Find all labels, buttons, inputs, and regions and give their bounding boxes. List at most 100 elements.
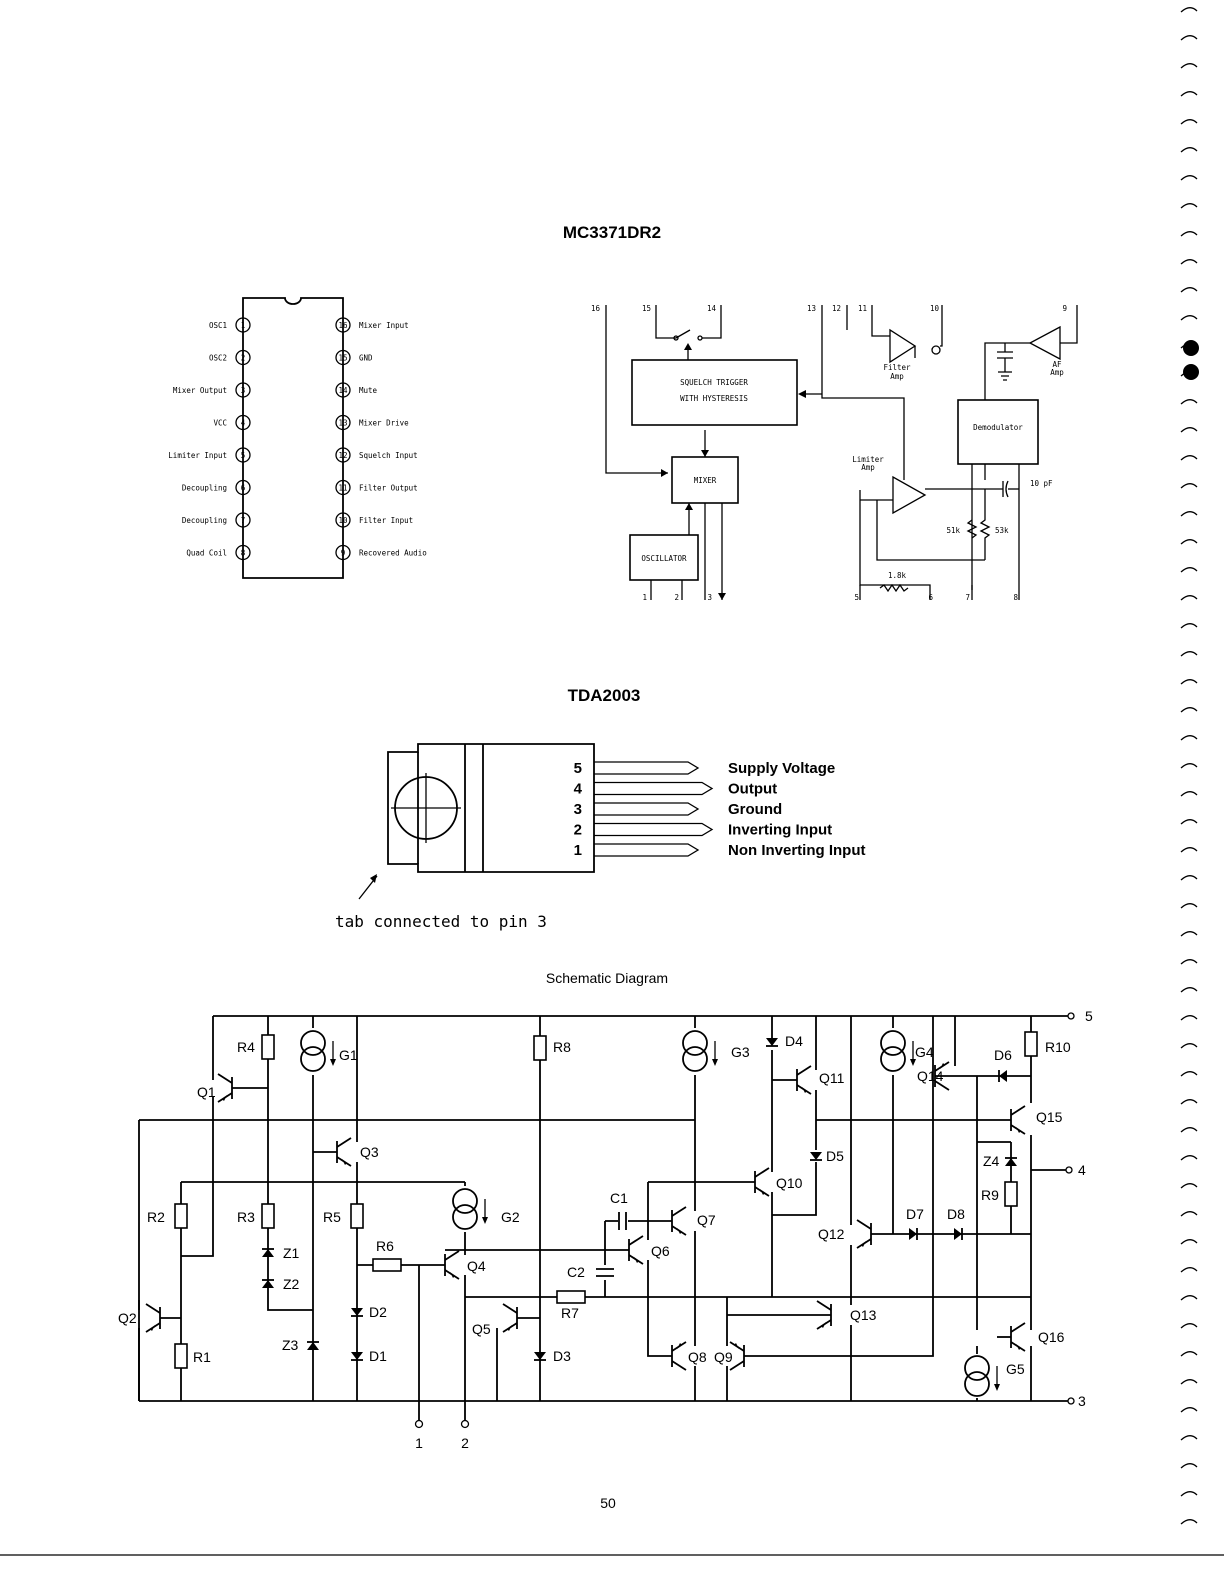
current-source-icon bbox=[300, 1030, 326, 1056]
terminal-4-label: 4 bbox=[1078, 1162, 1086, 1178]
dip-pin-number: 1 bbox=[241, 321, 246, 330]
filter-amp-label-1: Filter bbox=[883, 363, 911, 372]
label-q10: Q10 bbox=[776, 1175, 803, 1191]
block-pin-16: 16 bbox=[591, 304, 601, 313]
diode-icon bbox=[909, 1228, 917, 1240]
label-d5: D5 bbox=[826, 1148, 844, 1164]
block-pin-6: 6 bbox=[928, 593, 933, 602]
block-pin-12: 12 bbox=[832, 304, 841, 313]
squelch-label-2: WITH HYSTERESIS bbox=[680, 394, 748, 403]
label-r1: R1 bbox=[193, 1349, 211, 1365]
dip-pin-12 bbox=[335, 447, 351, 463]
tda-pin-label: Inverting Input bbox=[728, 822, 832, 839]
dip-pin-label: Filter Output bbox=[359, 484, 418, 493]
tda-pin-number: 3 bbox=[574, 801, 582, 818]
block-pin-3: 3 bbox=[707, 593, 712, 602]
block-pin-15: 15 bbox=[642, 304, 651, 313]
mixer-box bbox=[671, 456, 739, 504]
diode-icon bbox=[954, 1228, 962, 1240]
dip-pin-label: GND bbox=[359, 354, 373, 363]
label-q7: Q7 bbox=[697, 1212, 716, 1228]
dip-pin-label: OSC2 bbox=[209, 354, 227, 363]
resistor bbox=[556, 1290, 586, 1304]
dip-pin-5 bbox=[235, 447, 251, 463]
label-d4: D4 bbox=[785, 1033, 803, 1049]
block-pin-7: 7 bbox=[965, 593, 970, 602]
tda-pin-number: 4 bbox=[574, 781, 583, 798]
label-d2: D2 bbox=[369, 1304, 387, 1320]
dip-pin-3 bbox=[235, 382, 251, 398]
dip-pin-9 bbox=[335, 544, 351, 561]
af-amp-label-2: Amp bbox=[1050, 368, 1064, 377]
dip-pin-label: OSC1 bbox=[209, 321, 227, 330]
label-g5: G5 bbox=[1006, 1361, 1025, 1377]
dip-pin-number: 10 bbox=[338, 516, 348, 525]
dip-pin-4 bbox=[235, 414, 251, 431]
dip-pin-15 bbox=[335, 349, 351, 366]
current-source-icon bbox=[452, 1204, 478, 1230]
dip-pin-13 bbox=[335, 414, 351, 431]
label-r6: R6 bbox=[376, 1238, 394, 1254]
squelch-label-1: SQUELCH TRIGGER bbox=[680, 378, 748, 387]
terminal-2-label: 2 bbox=[461, 1435, 469, 1451]
tda-pin-number: 1 bbox=[574, 842, 582, 859]
dip-pin-label: Mixer Drive bbox=[359, 419, 409, 428]
schematic-title: Schematic Diagram bbox=[546, 970, 668, 986]
dip-pin-8 bbox=[235, 544, 251, 561]
dip-pin-number: 14 bbox=[338, 386, 348, 395]
label-q5: Q5 bbox=[472, 1321, 491, 1337]
label-q11: Q11 bbox=[819, 1070, 845, 1086]
resistor bbox=[174, 1203, 188, 1229]
current-source-icon bbox=[300, 1046, 326, 1072]
dip-pin-number: 11 bbox=[338, 484, 347, 493]
filter-amp-label-2: Amp bbox=[890, 372, 904, 381]
tab-note: tab connected to pin 3 bbox=[335, 912, 547, 931]
r53k-label: 53k bbox=[995, 526, 1009, 535]
resistor bbox=[350, 1203, 364, 1229]
limiter-amp-triangle bbox=[892, 475, 927, 515]
dip-pin-number: 9 bbox=[341, 549, 346, 558]
squelch-trigger-box bbox=[631, 359, 798, 426]
label-r2: R2 bbox=[147, 1209, 165, 1225]
label-z2: Z2 bbox=[283, 1276, 300, 1292]
current-source-icon bbox=[880, 1030, 906, 1056]
label-q4: Q4 bbox=[467, 1258, 486, 1274]
diode-icon bbox=[766, 1038, 778, 1046]
label-r5: R5 bbox=[323, 1209, 341, 1225]
label-r8: R8 bbox=[553, 1039, 571, 1055]
block-pin-11: 11 bbox=[858, 304, 867, 313]
mixer-label: MIXER bbox=[694, 476, 717, 485]
r51k-label: 51k bbox=[946, 526, 960, 535]
spiral-binding bbox=[1180, 7, 1199, 1525]
r18k-label: 1.8k bbox=[888, 571, 907, 580]
label-g3: G3 bbox=[731, 1044, 750, 1060]
label-r3: R3 bbox=[237, 1209, 255, 1225]
tda2003-schematic: 5 3 4 bbox=[118, 1008, 1093, 1451]
tda-pin-label: Output bbox=[728, 781, 777, 798]
oscillator-box bbox=[629, 534, 699, 581]
diode-icon bbox=[351, 1352, 363, 1360]
page-number: 50 bbox=[600, 1495, 616, 1511]
label-d7: D7 bbox=[906, 1206, 924, 1222]
label-r4: R4 bbox=[237, 1039, 255, 1055]
block-pin-9: 9 bbox=[1062, 304, 1067, 313]
dip-pin-number: 4 bbox=[241, 419, 246, 428]
dip-pin-11 bbox=[335, 479, 351, 496]
diode-icon bbox=[1005, 1158, 1017, 1166]
dip-pin-number: 2 bbox=[241, 354, 246, 363]
label-r9: R9 bbox=[981, 1187, 999, 1203]
terminal-5 bbox=[1067, 1012, 1075, 1020]
dip-pin-6 bbox=[235, 479, 251, 496]
dip-pin-14 bbox=[335, 382, 351, 398]
terminal-3 bbox=[1067, 1397, 1075, 1405]
terminal-5-label: 5 bbox=[1085, 1008, 1093, 1024]
dip-pin-number: 13 bbox=[338, 419, 347, 428]
dip-pin-label: Recovered Audio bbox=[359, 549, 427, 558]
dip-pin-1 bbox=[235, 317, 251, 333]
label-r7: R7 bbox=[561, 1305, 579, 1321]
dip-pin-10 bbox=[335, 512, 351, 528]
block-pin-1: 1 bbox=[642, 593, 647, 602]
diode-icon bbox=[534, 1352, 546, 1360]
label-q8: Q8 bbox=[688, 1349, 707, 1365]
label-q13: Q13 bbox=[850, 1307, 877, 1323]
